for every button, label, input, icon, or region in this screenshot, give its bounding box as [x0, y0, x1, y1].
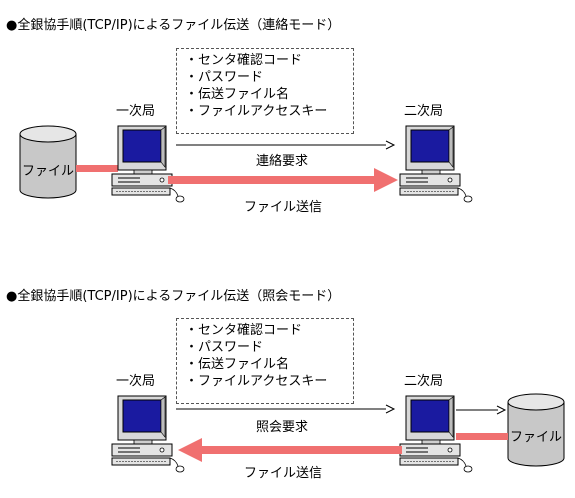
section2-item: センタ確認コード: [185, 322, 353, 339]
send-arrow-1: [168, 168, 398, 192]
section2-item: ファイルアクセスキー: [185, 373, 353, 390]
section1-request-label: 連絡要求: [256, 154, 309, 169]
section1-file-label: ファイル: [22, 164, 75, 179]
section2-request-label: 照会要求: [256, 420, 309, 435]
section1-item: パスワード: [185, 69, 353, 86]
file-link-right-2: [456, 433, 508, 440]
send-arrow-2: [178, 438, 402, 462]
computer-left-2: [111, 395, 185, 473]
section2-item: パスワード: [185, 339, 353, 356]
section1-left-station-label: 一次局: [116, 104, 156, 119]
section2-info-box: センタ確認コード パスワード 伝送ファイル名 ファイルアクセスキー: [176, 318, 354, 404]
section2-file-label: ファイル: [510, 430, 563, 445]
section1-item: 伝送ファイル名: [185, 86, 353, 103]
request-arrow-1: [176, 140, 396, 150]
computer-right-1: [399, 125, 473, 203]
section1-right-station-label: 二次局: [404, 104, 444, 119]
section2-title: ●全銀協手順(TCP/IP)によるファイル伝送（照会モード）: [6, 289, 341, 304]
section1-item: センタ確認コード: [185, 52, 353, 69]
section2-left-station-label: 一次局: [116, 374, 156, 389]
section2-item: 伝送ファイル名: [185, 356, 353, 373]
section1-title: ●全銀協手順(TCP/IP)によるファイル伝送（連絡モード）: [6, 18, 341, 33]
section1-item: ファイルアクセスキー: [185, 103, 353, 120]
request-arrow-2: [176, 404, 396, 414]
file-link-arrow-right-2: [456, 405, 507, 415]
section1-send-label: ファイル送信: [244, 200, 323, 215]
computer-left-1: [111, 125, 185, 203]
section2-send-label: ファイル送信: [244, 466, 323, 481]
section2-right-station-label: 二次局: [404, 374, 444, 389]
file-link-left-1: [76, 165, 118, 172]
section1-info-box: センタ確認コード パスワード 伝送ファイル名 ファイルアクセスキー: [176, 48, 354, 134]
